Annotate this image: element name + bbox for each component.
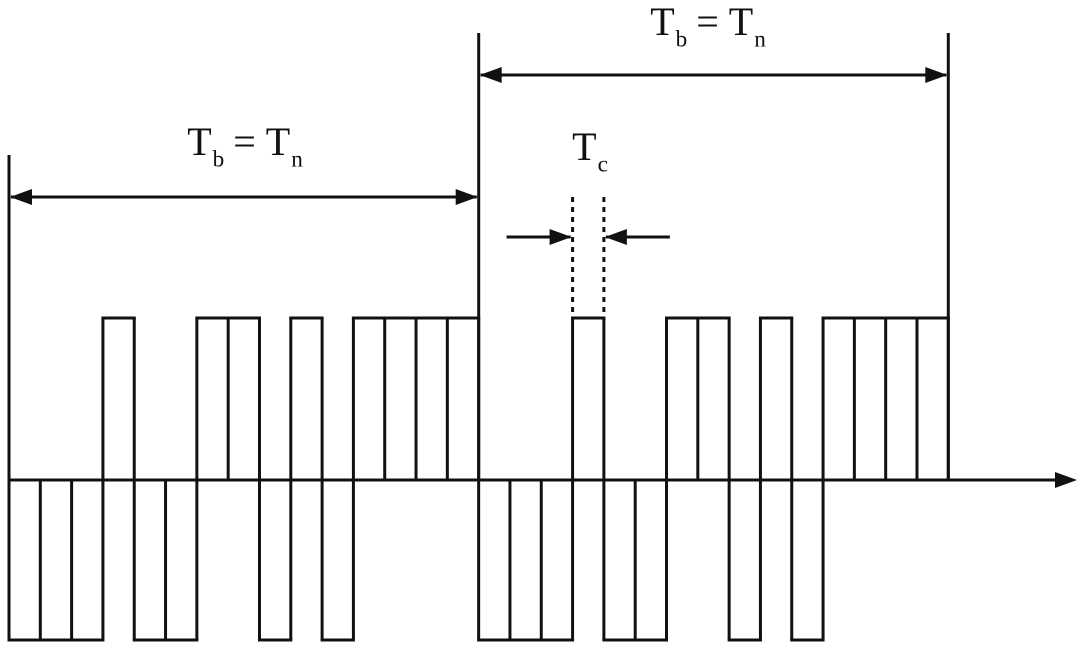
label-tc-chip-duration: Tc xyxy=(540,125,640,178)
tn-subscript: n xyxy=(754,26,766,53)
tn-symbol: T xyxy=(728,0,755,44)
tb-subscript: b xyxy=(212,146,225,173)
tb-dimension-arrow-bit1 xyxy=(10,189,478,205)
tb-symbol: T xyxy=(187,119,213,164)
equals-sign: = xyxy=(233,119,257,164)
equals-sign: = xyxy=(696,0,720,44)
time-axis xyxy=(9,472,1077,488)
tn-subscript: n xyxy=(291,146,303,173)
tc-left-arrowhead-icon xyxy=(549,229,572,245)
time-axis-arrowhead-icon xyxy=(1055,472,1077,488)
tb-dimension-arrow-bit2 xyxy=(479,67,948,83)
tb2-left-arrowhead-icon xyxy=(479,67,502,83)
tc-dashed-guides xyxy=(571,197,606,320)
pn-waveform xyxy=(7,316,950,642)
tb-symbol: T xyxy=(650,0,676,44)
tb1-left-arrowhead-icon xyxy=(10,189,32,205)
tb-subscript: b xyxy=(675,26,688,53)
tc-right-arrowhead-icon xyxy=(604,229,627,245)
bit-boundary-markers xyxy=(7,33,950,480)
tc-symbol: T xyxy=(572,124,598,169)
tc-subscript: c xyxy=(597,151,608,178)
tb1-right-arrowhead-icon xyxy=(455,189,478,205)
tb2-right-arrowhead-icon xyxy=(925,67,948,83)
tc-dimension-arrows xyxy=(506,229,670,245)
label-tb-equals-tn-bit2: Tb=Tn xyxy=(608,0,808,53)
label-tb-equals-tn-bit1: Tb=Tn xyxy=(145,120,345,173)
tn-symbol: T xyxy=(265,119,292,164)
